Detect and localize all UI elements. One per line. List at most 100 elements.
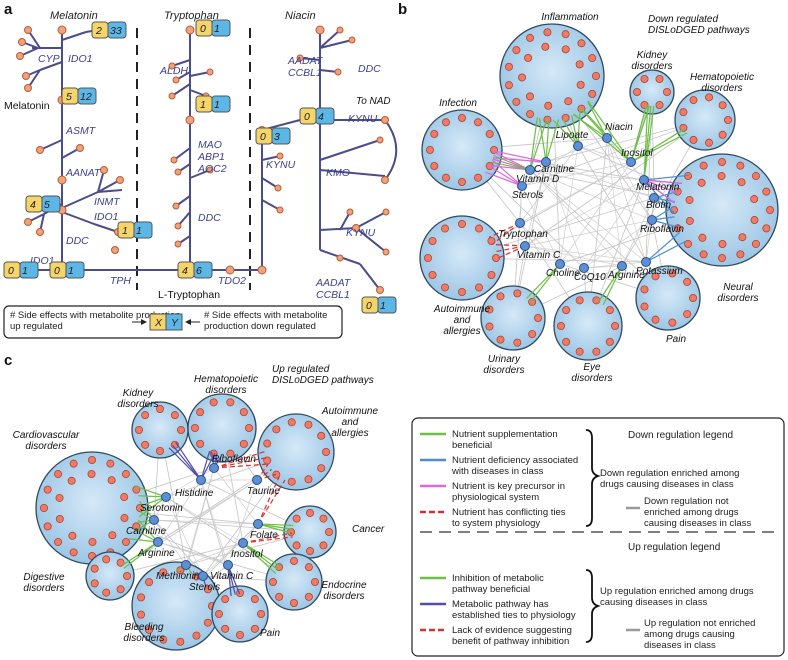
nutrient-node	[198, 571, 208, 581]
member-disease-dot	[221, 595, 230, 604]
member-disease-dot	[40, 503, 49, 512]
colored-edge	[577, 110, 581, 147]
colored-edge	[526, 263, 561, 299]
nutrient-node	[517, 181, 527, 191]
member-disease-dot	[263, 456, 272, 465]
member-disease-dot	[209, 398, 218, 407]
class-circle	[35, 451, 149, 565]
colored-edge	[495, 245, 526, 253]
member-disease-dot	[485, 322, 494, 331]
member-disease-dot	[526, 33, 535, 42]
pathway-label: TDO2	[218, 275, 246, 287]
colored-edge	[630, 132, 688, 163]
member-disease-dot	[268, 578, 277, 587]
metabolite-label-to-nad: To NAD	[356, 96, 391, 107]
member-disease-dot	[685, 195, 694, 204]
class-label: Infection	[439, 98, 477, 109]
member-disease-dot	[457, 114, 466, 123]
member-disease-dot	[121, 537, 130, 546]
disease-class-circle	[131, 561, 221, 651]
colored-edge	[645, 240, 686, 263]
member-disease-dot	[430, 161, 439, 170]
badge-up-count: 1	[200, 99, 206, 111]
grey-edge	[153, 519, 187, 566]
badge-down-count: 6	[196, 265, 202, 277]
disease-class-circle	[265, 553, 323, 611]
member-disease-dot	[485, 129, 494, 138]
nutrient-label: Biotin	[646, 200, 671, 211]
colored-edge	[643, 105, 649, 181]
member-disease-dot	[513, 289, 522, 298]
member-disease-dot	[592, 72, 601, 81]
member-disease-dot	[605, 306, 614, 315]
member-disease-dot	[524, 53, 533, 62]
nutrient-label: Arginine	[137, 548, 175, 559]
grey-edge	[521, 119, 706, 187]
badge-down-box	[133, 221, 153, 239]
member-disease-dot	[738, 233, 747, 242]
member-disease-dot	[485, 305, 494, 314]
pathway-label: KYNU	[346, 227, 376, 239]
colored-edge	[123, 541, 159, 569]
member-disease-dot	[145, 578, 154, 587]
member-disease-dot	[239, 439, 248, 448]
grey-edge	[577, 145, 632, 163]
member-disease-dot	[698, 233, 707, 242]
member-disease-dot	[134, 425, 143, 434]
member-disease-dot	[651, 272, 660, 281]
member-disease-dot	[190, 423, 199, 432]
member-disease-dot	[491, 253, 500, 262]
badge-down-count: 1	[380, 300, 386, 312]
nutrient-label: Sterols	[512, 190, 543, 201]
badge-up-count: 0	[54, 265, 60, 277]
member-disease-dot	[699, 250, 708, 259]
disease-class-circle	[553, 291, 623, 361]
colored-edge	[257, 479, 286, 525]
colored-edge	[200, 452, 216, 481]
pathway-lines	[12, 27, 398, 291]
colored-edge	[257, 523, 293, 534]
pathway-label: CCBL1	[288, 67, 322, 79]
grey-edge	[621, 197, 655, 267]
badge-down-box	[107, 21, 127, 39]
nutrient-node	[641, 257, 651, 267]
member-disease-dot	[640, 302, 649, 311]
colored-edge	[495, 245, 526, 260]
grey-edge	[583, 261, 647, 269]
member-disease-dot	[543, 115, 552, 124]
member-disease-dot	[528, 330, 537, 339]
member-disease-dot	[54, 537, 63, 546]
nutrient-node	[252, 475, 262, 485]
member-disease-dot	[526, 110, 535, 119]
grey-edge	[153, 519, 259, 525]
grey-edge	[165, 467, 215, 498]
class-circle	[629, 69, 675, 115]
member-disease-dot	[304, 420, 313, 429]
member-disease-dot	[683, 277, 692, 286]
colored-edge	[168, 447, 202, 481]
colored-edge	[213, 463, 269, 469]
class-circle	[499, 23, 605, 129]
member-disease-dot	[305, 508, 314, 517]
colored-edge	[172, 445, 202, 481]
member-disease-dot	[120, 493, 129, 502]
key-y-box	[165, 313, 183, 331]
class-label: Pain	[260, 628, 280, 639]
member-disease-dot	[561, 45, 570, 54]
member-disease-dot	[192, 631, 201, 640]
nutrient-node	[617, 261, 627, 271]
member-disease-dot	[684, 239, 693, 248]
member-disease-dot	[319, 541, 328, 550]
pathway-label: IDO1	[68, 53, 93, 65]
member-disease-dot	[287, 477, 296, 486]
